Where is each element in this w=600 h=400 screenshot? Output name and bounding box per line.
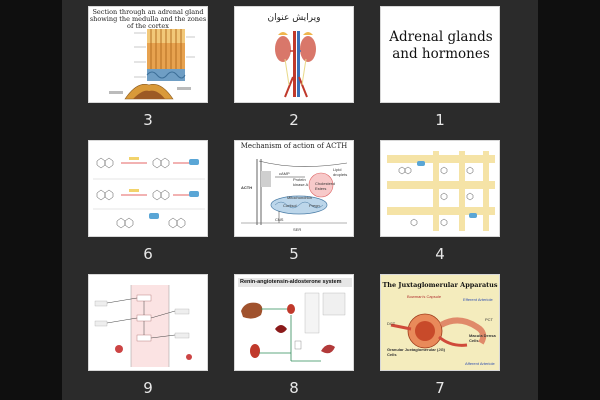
slide-title: Section through an adrenal gland showing… (89, 8, 207, 30)
diagram-label: Bowman's Capsule (407, 294, 442, 299)
diagram-label: Afferent Arteriole (465, 361, 495, 366)
diagram-label: Mitochondrion (287, 195, 313, 200)
slide-title: Renin-angiotensin-aldosterone system (238, 278, 352, 287)
diagram-label: DCT (387, 321, 396, 326)
diagram-label: cAMP (279, 171, 290, 176)
slide-number: 5 (289, 245, 299, 263)
diagram-label: Lipid droplets (333, 167, 348, 177)
kidneys-adrenal-image (275, 31, 316, 98)
slide-number: 6 (143, 245, 153, 263)
slide-number: 8 (289, 379, 299, 397)
diagram-label: Pregn. (309, 203, 321, 208)
slide-thumbnail-1[interactable]: Adrenal glands and hormones (380, 6, 500, 103)
slide-title: Mechanism of action of ACTH (240, 142, 348, 150)
slide-thumbnail-4[interactable] (380, 140, 500, 237)
slide-thumbnail-5[interactable]: Mechanism of action of ACTH ACTH cAMP Pr… (234, 140, 354, 237)
diagram-label: Cholesterol Esters (315, 181, 336, 191)
slide-title: ویرایش عنوان (267, 13, 321, 23)
raas-diagram (241, 292, 346, 362)
diagram-label: PCT (485, 317, 493, 322)
juxtaglomerular-image (390, 313, 487, 349)
slide-number: 4 (435, 245, 445, 263)
slide-sorter-grid: Section through an adrenal gland showing… (62, 0, 538, 400)
slide-thumbnail-9[interactable] (88, 274, 208, 371)
diagram-label: Granular Juxtaglomerular (JG) Cells (387, 347, 446, 357)
slide-thumbnail-2[interactable]: ویرایش عنوان (234, 6, 354, 103)
slide-number: 9 (143, 379, 153, 397)
slide-number: 3 (143, 111, 153, 129)
left-frame (0, 0, 62, 400)
adrenal-cell-diagram (94, 285, 192, 367)
diagram-label: CNS (275, 217, 284, 222)
slide-thumbnail-8[interactable]: Renin-angiotensin-aldosterone system (234, 274, 354, 371)
slide-thumbnail-6[interactable] (88, 140, 208, 237)
diagram-label: Macula Densa Cells (469, 333, 496, 343)
diagram-label: SER (293, 227, 302, 232)
diagram-label: ACTH (241, 185, 253, 190)
diagram-label: Protein kinase A (293, 177, 309, 187)
right-frame (538, 0, 600, 400)
acth-mechanism-diagram (241, 159, 348, 225)
slide-thumbnail-3[interactable]: Section through an adrenal gland showing… (88, 6, 208, 103)
slide-title: The Juxtaglomerular Apparatus (382, 281, 498, 289)
adrenal-cortex-section-image (109, 29, 195, 100)
diagram-label: Efferent Arteriole (463, 297, 493, 302)
slide-title: Adrenal glands and hormones (389, 29, 493, 62)
steroid-pathway-image (93, 157, 205, 229)
slide-number: 7 (435, 379, 445, 397)
diagram-label: Cortisol (283, 203, 297, 208)
slide-thumbnail-7[interactable]: The Juxtaglomerular Apparatus Bowman's C… (380, 274, 500, 371)
slide-number: 1 (435, 111, 445, 129)
slide-number: 2 (289, 111, 299, 129)
steroid-synthesis-chart (387, 151, 495, 231)
